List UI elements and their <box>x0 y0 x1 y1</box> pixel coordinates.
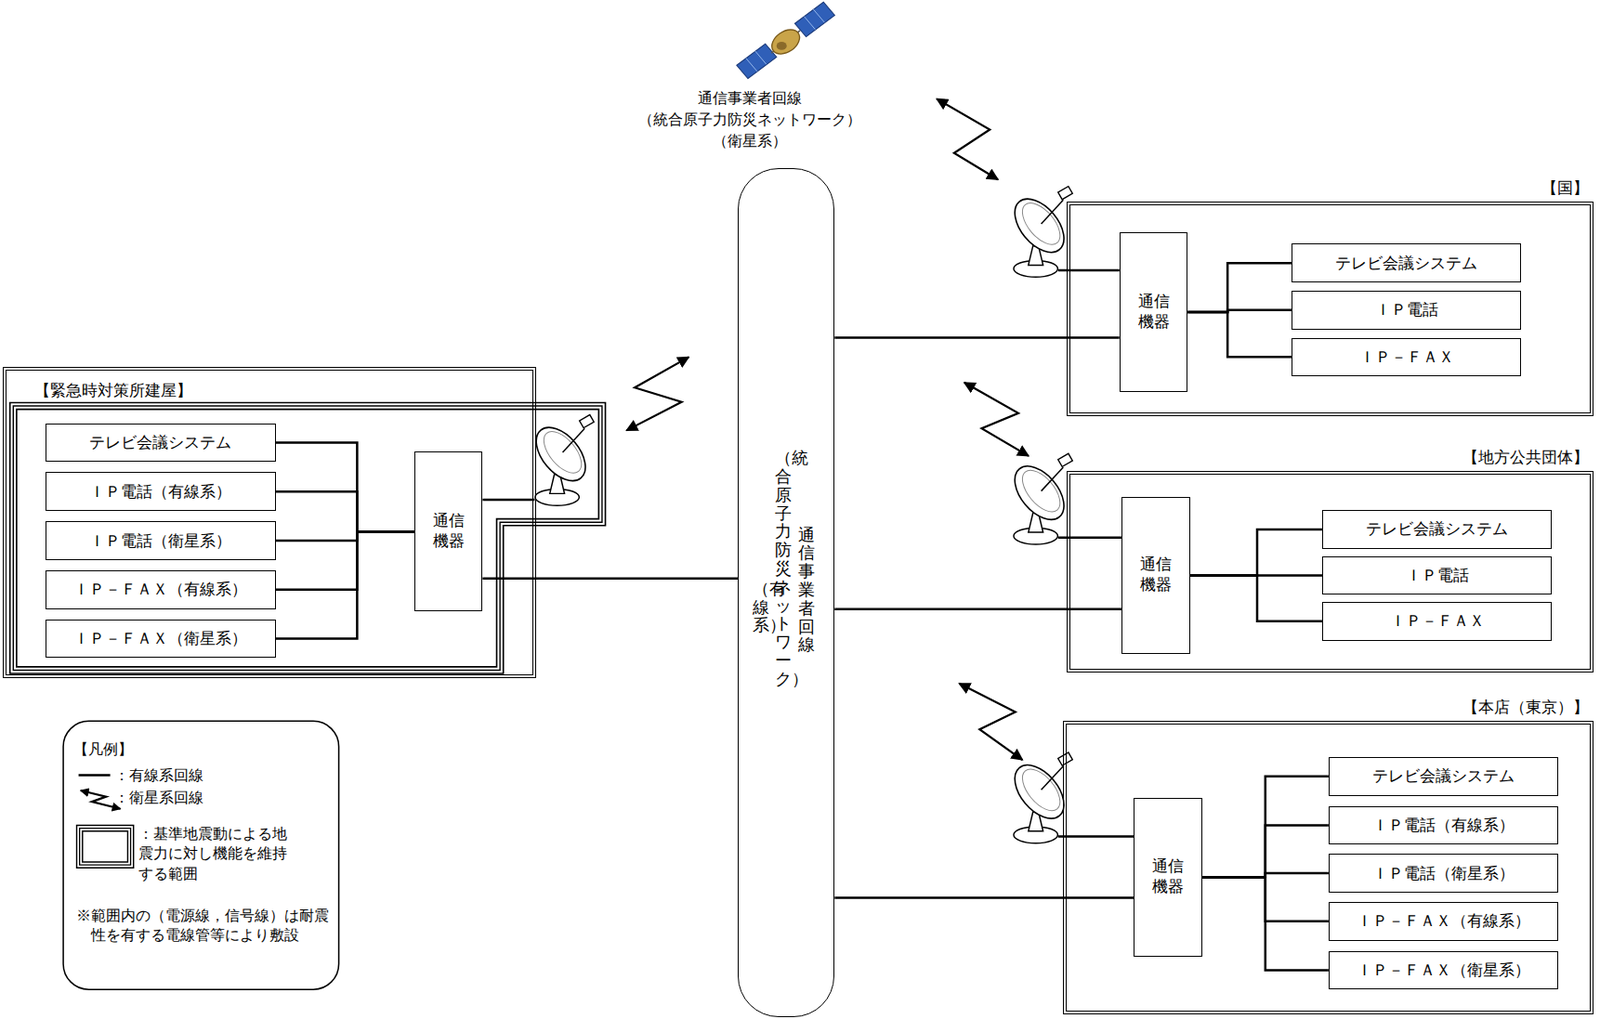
satellite-link <box>958 683 1023 761</box>
legend-text: ：衛星系回線 <box>114 787 204 808</box>
legend-wired-sample <box>78 773 111 777</box>
device-box: テレビ会議システム <box>45 423 276 463</box>
site-name: 【国】 <box>1541 177 1589 199</box>
wired-line <box>275 531 415 639</box>
device-box: ＩＰ－ＦＡＸ <box>1322 602 1552 642</box>
legend-note: ※範囲内の（電源線，信号線）は耐震性を有する電線管等により敷設 <box>76 905 329 945</box>
wired-line <box>834 336 1119 340</box>
wired-line <box>1190 529 1324 576</box>
wired-line <box>1187 262 1292 313</box>
network-name: （有線系） <box>752 580 770 636</box>
wired-line <box>275 491 415 532</box>
device-name: ＩＰ－ＦＡＸ（有線系） <box>1356 910 1531 932</box>
equipment-name: 通信機器 <box>1139 554 1173 596</box>
wired-line <box>275 531 415 591</box>
network-name: 通信事業者回線 <box>798 526 815 656</box>
antenna-wire <box>1058 835 1134 839</box>
satellite-icon <box>736 1 835 79</box>
wired-line <box>834 896 1134 900</box>
wired-line <box>1202 776 1329 879</box>
device-name: ＩＰ－ＦＡＸ <box>1359 346 1455 368</box>
device-name: テレビ会議システム <box>89 432 232 454</box>
network-label: 通信事業者回線 <box>697 89 802 107</box>
device-box: ＩＰ－ＦＡＸ（有線系） <box>1328 902 1559 942</box>
device-box: ＩＰ－ＦＡＸ <box>1291 338 1522 378</box>
legend-frame <box>63 721 340 990</box>
equipment-name: 通信機器 <box>1137 291 1171 333</box>
device-box: ＩＰ電話（衛星系） <box>45 521 276 561</box>
device-name: ＩＰ－ＦＡＸ（有線系） <box>73 578 248 601</box>
wired-line <box>834 607 1122 611</box>
device-name: ＩＰ電話 <box>1375 299 1439 321</box>
legend-text: ：有線系回線 <box>114 765 204 786</box>
device-box: ＩＰ電話（有線系） <box>1328 806 1559 846</box>
device-box: ＩＰ－ＦＡＸ（衛星系） <box>45 619 276 659</box>
network-label: （衛星系） <box>712 131 787 150</box>
device-name: ＩＰ電話（有線系） <box>1372 814 1515 837</box>
wired-line <box>275 531 415 541</box>
satellite-link <box>964 382 1029 457</box>
wired-line <box>482 577 738 580</box>
building-name: 【緊急時対策所建屋】 <box>34 380 193 402</box>
device-name: ＩＰ－ＦＡＸ（衛星系） <box>73 628 248 650</box>
device-name: ＩＰ電話（衛星系） <box>1372 863 1515 885</box>
satellite-link <box>626 356 689 431</box>
wired-line <box>1190 575 1324 621</box>
legend-seismic-sample <box>79 828 132 866</box>
device-name: ＩＰ－ＦＡＸ <box>1390 610 1485 632</box>
comm-equipment-box: 通信機器 <box>414 451 484 611</box>
site-box: 【地方公共団体】通信機器テレビ会議システムＩＰ電話ＩＰ－ＦＡＸ <box>1066 471 1595 672</box>
wired-line <box>1187 312 1292 357</box>
device-box: ＩＰ電話（有線系） <box>45 472 276 512</box>
equipment-name: 通信機器 <box>432 511 466 552</box>
network-label: （統合原子力防災ネットワーク） <box>638 110 862 129</box>
comm-equipment-box: 通信機器 <box>1121 497 1191 655</box>
device-name: ＩＰ電話（有線系） <box>89 481 232 503</box>
legend-title: 【凡例】 <box>73 740 133 759</box>
device-box: テレビ会議システム <box>1291 243 1522 283</box>
satellite-link <box>936 99 998 181</box>
equipment-name: 通信機器 <box>1151 856 1185 898</box>
device-box: テレビ会議システム <box>1322 510 1552 550</box>
wired-line <box>1202 877 1329 971</box>
comm-equipment-box: 通信機器 <box>1133 798 1203 958</box>
site-name: 【本店（東京）】 <box>1462 696 1589 719</box>
device-box: ＩＰ電話 <box>1291 290 1522 330</box>
seismic-range <box>13 406 603 670</box>
device-box: ＩＰ－ＦＡＸ（有線系） <box>45 570 276 610</box>
device-name: ＩＰ電話（衛星系） <box>89 530 232 552</box>
device-box: ＩＰ電話（衛星系） <box>1328 853 1559 893</box>
antenna-wire <box>482 498 535 502</box>
device-box: テレビ会議システム <box>1328 757 1559 797</box>
wired-line <box>1202 825 1329 878</box>
site-box: 【本店（東京）】通信機器テレビ会議システムＩＰ電話（有線系）ＩＰ電話（衛星系）Ｉ… <box>1062 721 1594 1014</box>
device-name: テレビ会議システム <box>1372 765 1515 787</box>
comm-equipment-box: 通信機器 <box>1119 232 1189 392</box>
legend-text: ：基準地震動による地震力に対し機能を維持する範囲 <box>138 824 302 883</box>
wired-line <box>275 443 415 533</box>
building-box: 【緊急時対策所建屋】テレビ会議システム ＩＰ電話（有線系） ＩＰ電話（衛星系） ＩＰ－… <box>2 367 536 679</box>
antenna-icon <box>526 415 595 507</box>
device-box: ＩＰ－ＦＡＸ（衛星系） <box>1328 951 1559 991</box>
device-name: ＩＰ電話 <box>1405 564 1469 587</box>
antenna-icon <box>1005 186 1074 278</box>
network-name: （統合原子力防災ネットワーク） <box>774 449 792 689</box>
site-name: 【地方公共団体】 <box>1462 446 1589 469</box>
device-name: テレビ会議システム <box>1365 518 1509 540</box>
network-band: 通信事業者回線 （統合原子力防災ネットワーク）（有線系） <box>737 168 835 1018</box>
antenna-icon <box>1005 453 1074 545</box>
device-name: テレビ会議システム <box>1335 252 1478 275</box>
device-name: ＩＰ－ＦＡＸ（衛星系） <box>1356 959 1531 982</box>
site-box: 【国】通信機器テレビ会議システムＩＰ電話ＩＰ－ＦＡＸ <box>1066 201 1595 417</box>
device-box: ＩＰ電話 <box>1322 556 1552 596</box>
